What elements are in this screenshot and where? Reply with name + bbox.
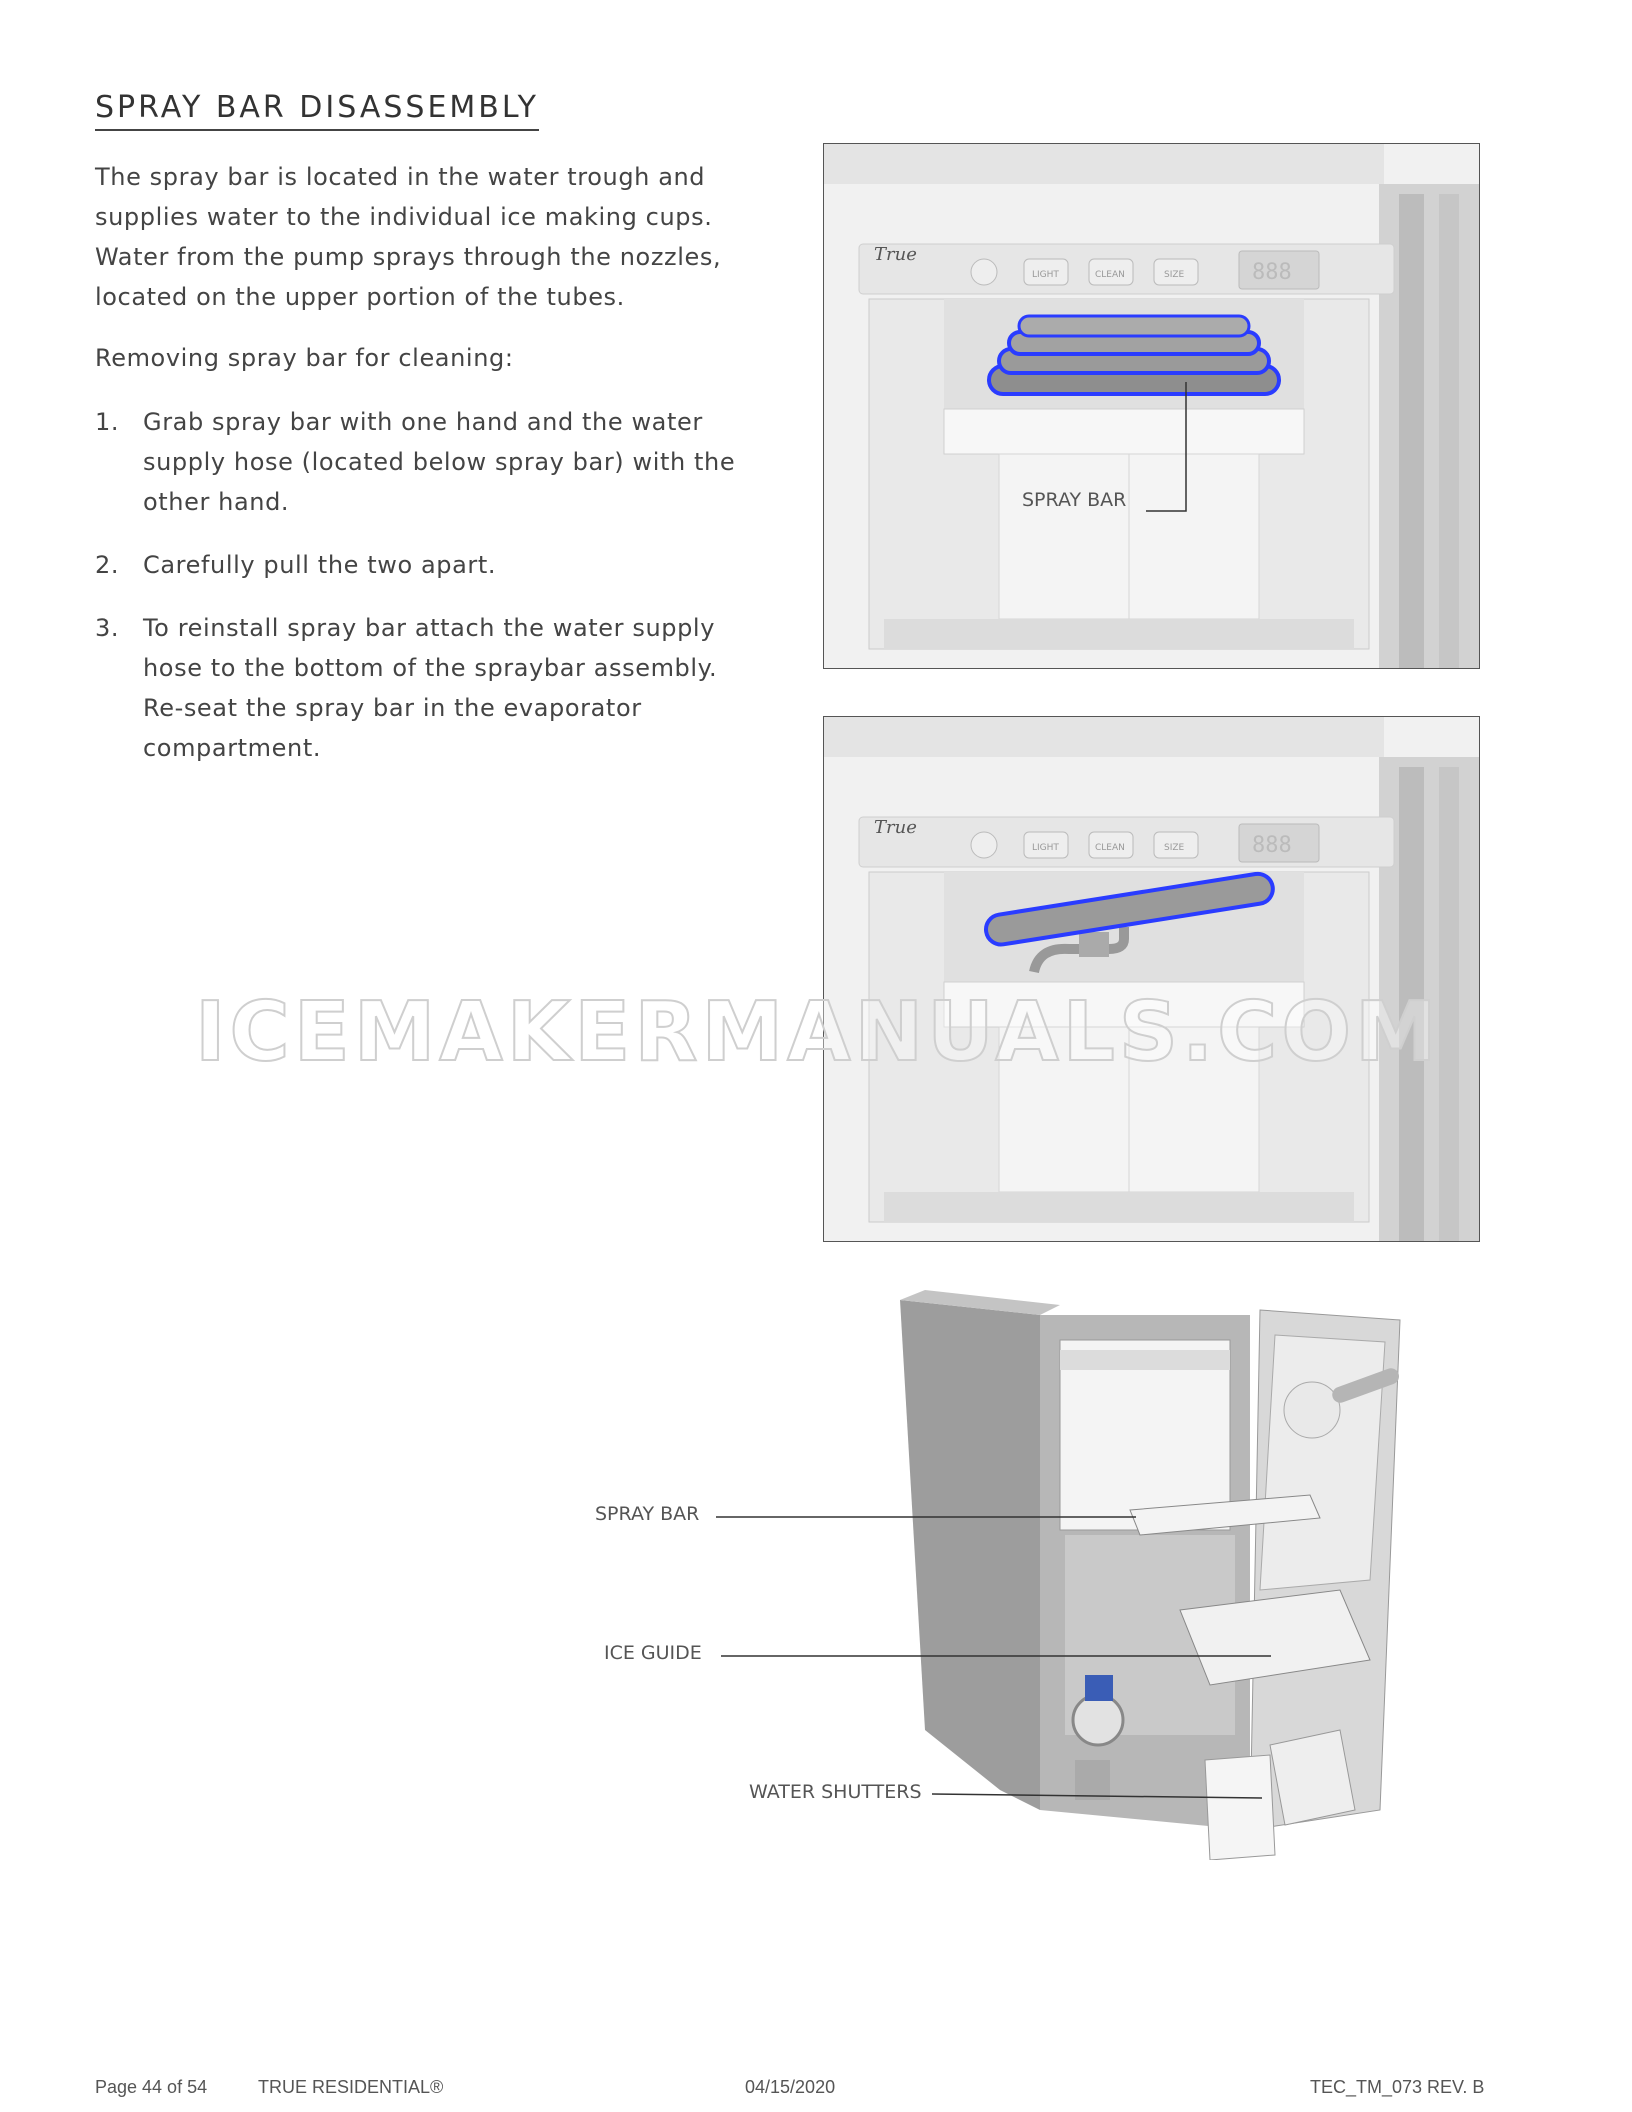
figure-spray-bar-removed: True LIGHT CLEAN SIZE 888 [823,716,1480,1242]
size-button-label: SIZE [1164,843,1185,853]
watermark: ICEMAKERMANUALS.COM [194,984,1441,1081]
step-item: 3. To reinstall spray bar attach the wat… [95,608,755,768]
size-button-label: SIZE [1164,270,1185,280]
spray-bar-lifted-highlight [984,871,1275,947]
document-id: TEC_TM_073 REV. B [1310,2077,1485,2097]
display-readout: 888 [1252,833,1292,858]
display-readout: 888 [1252,260,1292,285]
light-button-label: LIGHT [1032,270,1059,280]
ice-guide-callout: ICE GUIDE [604,1642,702,1664]
spray-bar-callout: SPRAY BAR [1022,489,1127,511]
spray-bar-highlight [987,314,1281,396]
brand-logo: True [874,244,917,265]
figure-exploded-unit [880,1290,1480,1860]
step-text: Grab spray bar with one hand and the wat… [143,408,736,516]
removing-label: Removing spray bar for cleaning: [95,344,514,372]
spray-bar-callout: SPRAY BAR [595,1503,700,1525]
ice-maker-illustration: True LIGHT CLEAN SIZE 888 [824,717,1479,1241]
figure-spray-bar-installed: True LIGHT CLEAN SIZE 888 SPRAY BAR [823,143,1480,669]
footer-brand: TRUE RESIDENTIAL® [258,2077,444,2097]
step-item: 1. Grab spray bar with one hand and the … [95,402,755,522]
ice-maker-illustration: True LIGHT CLEAN SIZE 888 [824,144,1479,668]
intro-paragraph: The spray bar is located in the water tr… [95,163,722,311]
light-button-label: LIGHT [1032,843,1059,853]
brand-logo: True [874,817,917,838]
step-number: 3. [95,614,120,642]
ice-guide-leader-line [721,1655,1271,1657]
water-shutters-leader-line [932,1793,1262,1799]
clean-button-label: CLEAN [1095,843,1125,853]
clean-button-label: CLEAN [1095,270,1125,280]
step-text: To reinstall spray bar attach the water … [143,614,718,762]
step-number: 2. [95,551,120,579]
unit-exploded-illustration [900,1290,1401,1860]
page-number: Page 44 of 54 [95,2077,208,2097]
step-item: 2. Carefully pull the two apart. [95,545,755,585]
step-number: 1. [95,408,120,436]
page-title: SPRAY BAR DISASSEMBLY [95,90,539,131]
water-shutters-callout: WATER SHUTTERS [749,1781,922,1803]
steps-list: 1. Grab spray bar with one hand and the … [95,402,755,791]
footer-date: 04/15/2020 [745,2077,836,2097]
step-text: Carefully pull the two apart. [143,551,497,579]
spray-bar-leader-line [716,1516,1136,1518]
